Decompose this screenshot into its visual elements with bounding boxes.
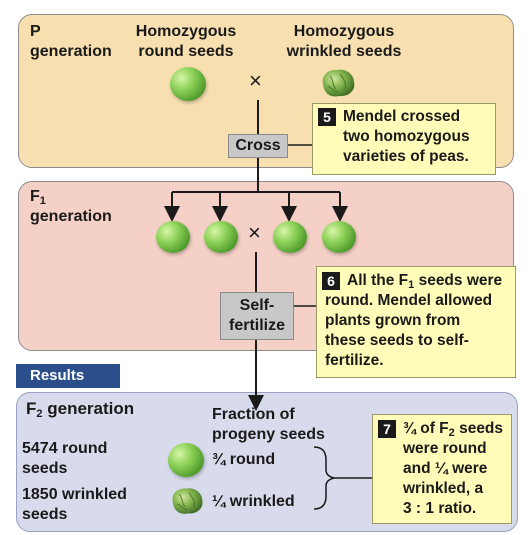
f1-seed-4-icon — [322, 221, 356, 253]
f1-seed-3-icon — [273, 221, 307, 253]
f2-wrinkled-seed-icon — [172, 488, 203, 514]
callout-5-line1: Mendel crossed — [343, 108, 461, 125]
fraction-header-line1: Fraction of — [212, 406, 295, 423]
callout-7-line2: were round — [403, 440, 487, 457]
f1-label: F1 — [30, 188, 46, 207]
fraction-brace — [313, 446, 335, 510]
p-label-line2: generation — [30, 43, 112, 60]
self-fertilize-line1: Self- — [239, 297, 275, 314]
f1-label-line2: generation — [30, 208, 112, 225]
self-fertilize-line2: fertilize — [228, 317, 285, 334]
round-seeds-label-line1: Homozygous — [135, 23, 237, 40]
callout-6-number: 6 — [322, 272, 340, 290]
f1-seed-1-icon — [156, 221, 190, 253]
callout-6-line5: fertilize. — [325, 352, 384, 369]
wrinkled-seed-icon — [322, 69, 355, 97]
callout-7-line5: 3 : 1 ratio. — [403, 500, 477, 517]
p-cross-symbol: × — [249, 68, 262, 93]
round-seed-icon — [170, 67, 206, 101]
results-tab: Results — [16, 364, 120, 388]
callout-7: 7 ¾ of F2 seeds were round and ¼ were wr… — [372, 414, 512, 524]
cross-box: Cross — [228, 134, 288, 158]
callout-6-line4: these seeds to self- — [325, 332, 469, 349]
f2-label: F2 generation — [26, 399, 135, 421]
callout-7-number: 7 — [378, 420, 396, 438]
callout-6-line2: round. Mendel allowed — [325, 292, 493, 309]
round-count-line1: 5474 round — [22, 440, 108, 457]
callout-5-line2: two homozygous — [343, 128, 470, 145]
f1-cross-symbol: × — [248, 220, 261, 245]
round-count-line2: seeds — [22, 460, 68, 477]
callout-7-line3: and ¼ were — [403, 460, 488, 477]
wrinkled-count-line2: seeds — [22, 506, 68, 523]
callout-7-line1: ¾ of F2 seeds — [403, 420, 504, 439]
wrinkled-seeds-label-line2: wrinkled seeds — [286, 43, 402, 60]
wrinkled-count-line1: 1850 wrinkled — [22, 486, 127, 503]
wrinkled-seeds-label-line1: Homozygous — [293, 23, 395, 40]
round-seeds-label-line2: round seeds — [138, 43, 234, 60]
f2-round-seed-icon — [168, 443, 204, 477]
callout-6: 6 All the F1 seeds were round. Mendel al… — [316, 266, 516, 378]
callout-6-line3: plants grown from — [325, 312, 461, 329]
callout-5: 5 Mendel crossed two homozygous varietie… — [312, 103, 496, 175]
self-fertilize-box: Self- fertilize — [220, 292, 294, 340]
fraction-header-line2: progeny seeds — [212, 426, 325, 443]
callout-5-line3: varieties of peas. — [343, 148, 469, 165]
callout-7-line4: wrinkled, a — [403, 480, 484, 497]
p-label-line1: P — [30, 23, 41, 40]
callout-6-line1: All the F1 seeds were — [347, 272, 503, 291]
round-fraction: ¾ round — [212, 451, 276, 468]
wrinkled-fraction: ¼ wrinkled — [212, 493, 295, 510]
callout-5-number: 5 — [318, 108, 336, 126]
f1-seed-2-icon — [204, 221, 238, 253]
